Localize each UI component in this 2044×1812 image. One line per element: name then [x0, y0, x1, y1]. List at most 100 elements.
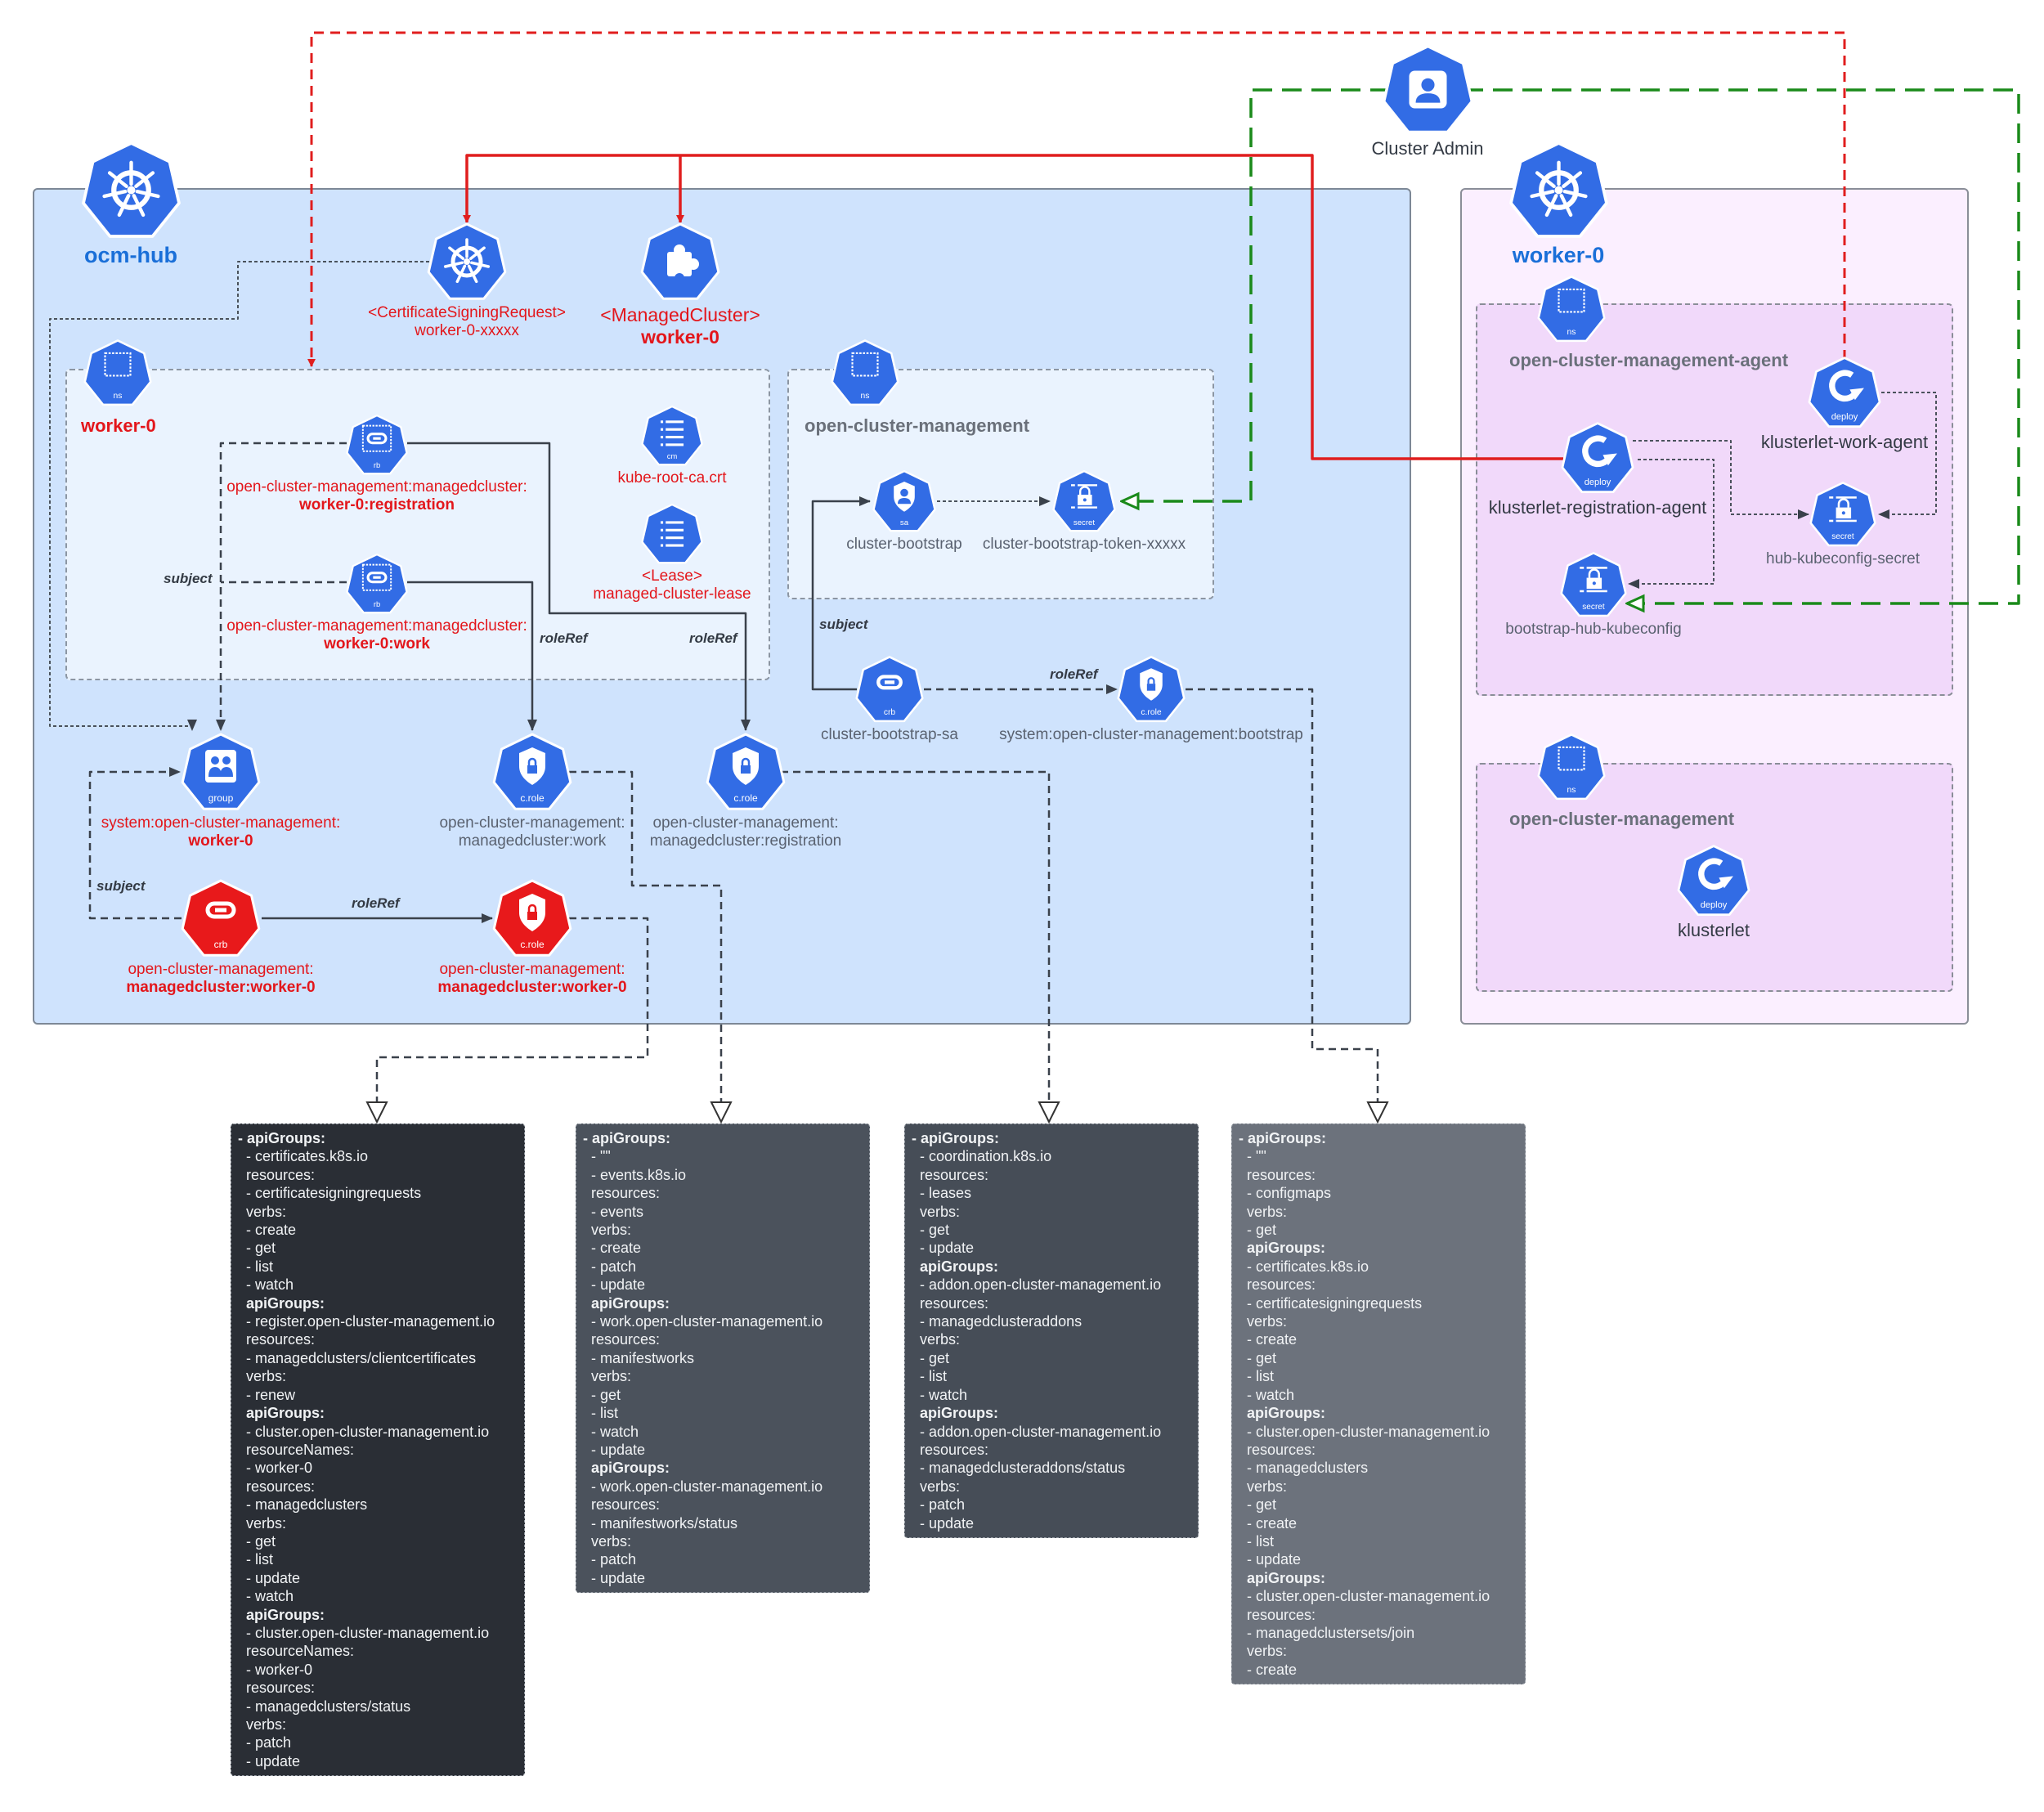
edge-bootstrap-role-to-rules — [1186, 688, 1378, 1122]
node-label: open-cluster-management:managedcluster:r… — [500, 814, 991, 850]
edge-registration-role-to-rules — [781, 770, 1049, 1122]
rule-line: - list — [1247, 1368, 1274, 1385]
node-label: klusterlet — [1468, 920, 1959, 941]
helm-icon — [81, 141, 181, 238]
edge-label-subject: subject — [164, 571, 213, 586]
node-label: hub-kubeconfig-secret — [1598, 550, 2044, 568]
crole-icon: c.role — [1117, 656, 1186, 723]
node-label-line: open-cluster-management: — [439, 814, 625, 832]
helm-icon — [427, 222, 507, 300]
node-label-line: open-cluster-management: — [128, 961, 314, 978]
rule-line: resourceNames: — [246, 1643, 355, 1660]
rule-line: - worker-0 — [246, 1460, 313, 1477]
rule-line: - update — [246, 1569, 301, 1586]
node-label-line: hub-kubeconfig-secret — [1766, 550, 1920, 567]
deploy-icon: deploy — [1677, 845, 1750, 916]
node-label: <CertificateSigningRequest>worker-0-xxxx… — [222, 304, 712, 340]
rule-line: - update — [591, 1441, 646, 1458]
rule-line: - managedclusters/status — [246, 1698, 411, 1715]
rule-line: resources: — [1247, 1606, 1316, 1623]
resource-kind-badge: secret — [1582, 603, 1605, 612]
node-label-line: <ManagedCluster> — [600, 304, 760, 325]
rule-line: resources: — [591, 1185, 661, 1202]
crb-icon: crb — [181, 879, 261, 957]
deploy-icon: deploy — [1808, 357, 1881, 428]
node-label-line: managed-cluster-lease — [593, 585, 751, 603]
helm-icon — [1508, 141, 1608, 238]
resource-kind-badge: rb — [374, 461, 380, 469]
rule-line: - apiGroups: — [912, 1130, 999, 1146]
resource-kind-badge: rb — [374, 600, 380, 608]
resource-kind-badge: c.role — [1141, 708, 1161, 717]
node-label-line: system:open-cluster-management:bootstrap — [999, 726, 1303, 743]
namespace-label-agent: open-cluster-management-agent — [1509, 350, 1789, 370]
rule-line: apiGroups: — [246, 1606, 325, 1623]
rb-icon: rb — [346, 553, 408, 614]
puzzle-icon — [640, 222, 720, 300]
rule-line: - get — [246, 1240, 276, 1257]
resource-kind-badge: c.role — [520, 939, 545, 950]
rule-line: apiGroups: — [1247, 1240, 1326, 1257]
rule-line: - cluster.open-cluster-management.io — [246, 1423, 490, 1440]
group-icon: group — [181, 733, 261, 810]
node-label-line: cluster-bootstrap-token-xxxxx — [982, 536, 1186, 553]
rule-line: resources: — [920, 1294, 989, 1312]
rule-line: - coordination.k8s.io — [920, 1148, 1052, 1165]
rule-line: - addon.open-cluster-management.io — [920, 1423, 1162, 1440]
rule-line: - events — [591, 1203, 644, 1220]
node-label: ocm-hub — [0, 243, 376, 267]
rule-line: - manifestworks/status — [591, 1514, 738, 1532]
rule-line: resources: — [246, 1166, 316, 1183]
node-label-line: worker-0-xxxxx — [415, 322, 519, 339]
rule-line: - patch — [246, 1734, 292, 1751]
rule-line: - patch — [920, 1496, 966, 1514]
rule-line: - apiGroups: — [238, 1130, 325, 1146]
node-label: <Lease>managed-cluster-lease — [427, 567, 917, 603]
rule-line: - managedclusters/clientcertificates — [246, 1349, 477, 1366]
node-label: system:open-cluster-management:worker-0 — [0, 814, 466, 850]
rule-line: - get — [591, 1386, 621, 1403]
rule-line: verbs: — [591, 1532, 632, 1550]
rule-line: verbs: — [920, 1331, 961, 1348]
edge-registration-agent-to-csr — [463, 154, 1563, 460]
resource-kind-badge: c.role — [520, 792, 545, 804]
rule-line: - certificates.k8s.io — [1247, 1258, 1369, 1275]
rule-line: resources: — [920, 1166, 989, 1183]
rule-line: - get — [920, 1222, 950, 1239]
rule-line: resourceNames: — [246, 1441, 355, 1458]
node-label-line: cluster-bootstrap — [846, 536, 962, 553]
node-label-line: managedcluster:registration — [649, 832, 842, 850]
rule-line: resources: — [246, 1680, 316, 1697]
ns-icon: ns — [831, 339, 899, 406]
resource-kind-badge: crb — [884, 708, 896, 717]
rule-line: verbs: — [591, 1368, 632, 1385]
resource-kind-badge: ns — [114, 392, 123, 401]
resource-kind-badge: secret — [1831, 532, 1854, 541]
rule-line: - certificates.k8s.io — [246, 1148, 369, 1165]
rule-line: - update — [1247, 1551, 1302, 1568]
rule-line: resources: — [920, 1441, 989, 1458]
edge-label-roleref: roleRef — [352, 895, 400, 911]
rule-line: verbs: — [246, 1514, 287, 1532]
node-label-line: worker-0 — [188, 832, 253, 850]
crole-icon: c.role — [492, 879, 572, 957]
deploy-icon: deploy — [1561, 422, 1634, 493]
rule-line: resources: — [246, 1331, 316, 1348]
edge-work-agent-to-hub-secret — [1878, 392, 1937, 519]
resource-kind-badge: crb — [214, 939, 228, 950]
rule-line: - "" — [591, 1148, 611, 1165]
rule-line: - watch — [246, 1276, 294, 1294]
rule-line: verbs: — [1247, 1313, 1288, 1330]
namespace-label-ocm-worker: open-cluster-management — [1509, 809, 1735, 829]
node-label: open-cluster-management:managedcluster:w… — [287, 814, 778, 850]
cm-icon — [641, 503, 703, 564]
edge-reg-agent-to-bootstrap-secret — [1628, 459, 1715, 589]
edge-label-roleref: roleRef — [689, 630, 737, 646]
node-label-line: kube-root-ca.crt — [617, 469, 727, 487]
node-label: cluster-bootstrap-sa — [644, 726, 1135, 744]
rule-line: verbs: — [1247, 1643, 1288, 1660]
rule-line: verbs: — [920, 1478, 961, 1495]
node-label-line: system:open-cluster-management: — [101, 814, 341, 832]
node-label-line: klusterlet-work-agent — [1760, 432, 1929, 452]
rule-line: - update — [920, 1514, 975, 1532]
